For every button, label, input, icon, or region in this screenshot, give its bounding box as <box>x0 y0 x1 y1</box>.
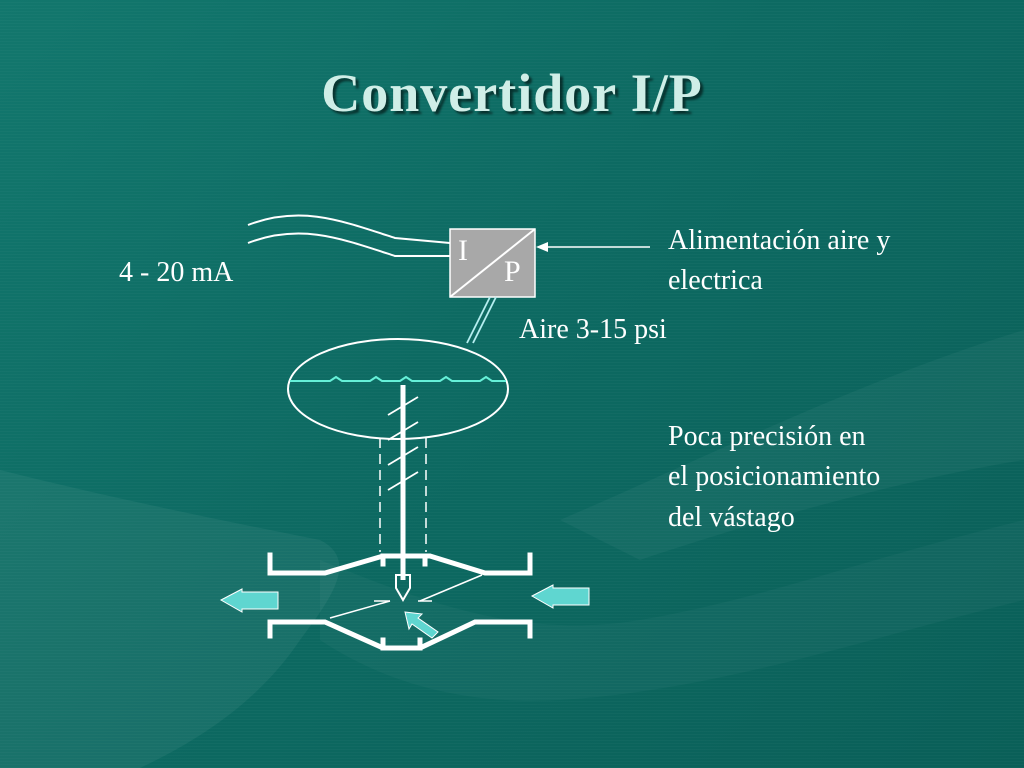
valve-body <box>267 552 533 651</box>
valve-seat <box>329 574 483 619</box>
air-supply-line <box>536 242 650 252</box>
supply-label-line1: Alimentación aire y <box>668 225 891 256</box>
slide-title: Convertidor I/P <box>321 63 703 123</box>
note-line1: Poca precisión en <box>668 421 866 452</box>
signal-wires <box>247 214 451 257</box>
valve-flow-arrow-icon <box>404 611 439 639</box>
actuator-housing <box>287 338 509 440</box>
flow-out-arrow-icon <box>219 588 279 613</box>
note-line3: del vástago <box>668 502 795 533</box>
signal-label: 4 - 20 mA <box>119 257 234 288</box>
air-output-tubing <box>466 296 497 344</box>
flow-in-arrow-icon <box>530 584 590 609</box>
diaphragm-line <box>290 375 506 382</box>
supply-label-line2: electrica <box>668 265 763 296</box>
air-output-label: Aire 3-15 psi <box>519 314 667 345</box>
valve-stem <box>379 385 427 602</box>
ip-converter-box <box>449 228 536 298</box>
converter-output-letter: P <box>504 255 521 288</box>
converter-input-letter: I <box>458 234 468 267</box>
note-line2: el posicionamiento <box>668 461 881 492</box>
spring-coils <box>387 396 419 491</box>
